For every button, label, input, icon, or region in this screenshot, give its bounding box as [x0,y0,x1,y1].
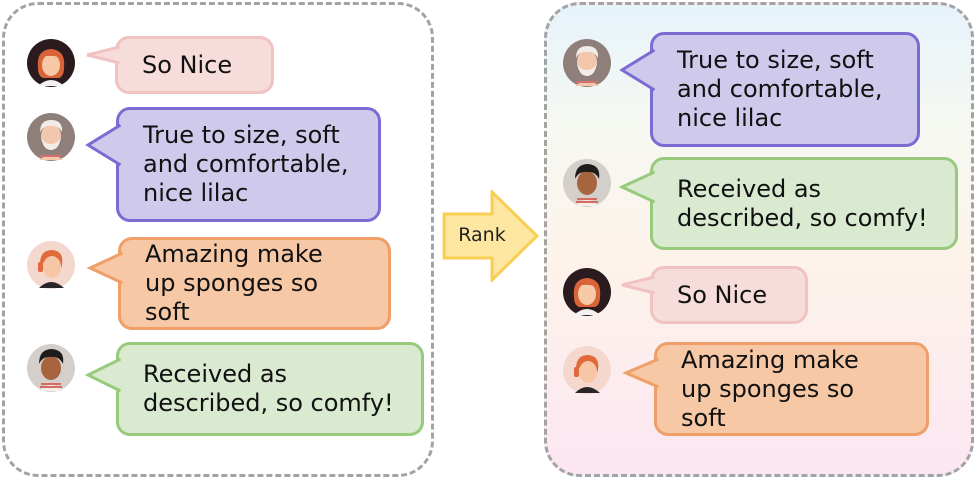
bearded-man-white-hair-avatar-icon [27,113,75,161]
review-text: So Nice [677,280,768,309]
review-text: True to size, soft and comfortable, nice… [677,46,883,132]
ranked-bubble-so-nice: So Nice [621,266,808,324]
review-bubble-received-as-described: Received as described, so comfy! [84,342,424,436]
review-text: Received as described, so comfy! [143,360,394,417]
man-dark-hair-avatar-icon [563,159,611,207]
review-bubble-so-nice: So Nice [86,36,274,94]
rank-arrow-icon [442,190,540,282]
review-text: So Nice [142,50,233,79]
ranked-bubble-received-as-described: Received as described, so comfy! [618,157,958,250]
bearded-man-white-hair-avatar-icon [563,39,611,87]
review-bubble-true-to-size: True to size, soft and comfortable, nice… [85,107,381,222]
review-bubble-amazing-sponges: Amazing make up sponges so soft [86,237,391,330]
review-text: Received as described, so comfy! [677,174,928,232]
review-text: Amazing make up sponges so soft [681,345,859,432]
ranked-bubble-true-to-size: True to size, soft and comfortable, nice… [619,32,920,147]
person-with-headphones-avatar-icon [27,241,75,289]
man-dark-hair-avatar-icon [27,344,75,392]
person-with-headphones-avatar-icon [563,346,611,394]
woman-red-hair-avatar-icon [27,39,75,87]
rank-label: Rank [458,224,506,246]
review-text: True to size, soft and comfortable, nice… [143,121,349,207]
ranked-bubble-amazing-sponges: Amazing make up sponges so soft [622,342,929,436]
woman-red-hair-avatar-icon [563,268,611,316]
review-text: Amazing make up sponges so soft [145,240,323,326]
